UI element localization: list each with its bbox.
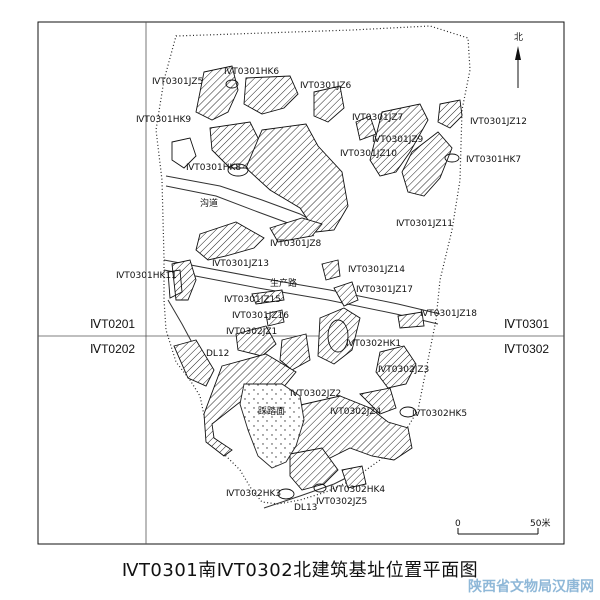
label-dl12: DL12	[206, 349, 229, 359]
foundation-jz18	[397, 311, 425, 329]
label-hk6: ⅣT0301HK6	[224, 67, 279, 77]
label-jz10: ⅣT0301JZ10	[340, 149, 397, 159]
foundation-jz14	[321, 259, 341, 281]
label-jz16: ⅣT0301JZ16	[232, 311, 289, 321]
pit-hk4	[313, 483, 327, 493]
pit-hk8	[227, 163, 249, 177]
foundation-hk1-ring	[317, 307, 361, 365]
scale-end: 50米	[530, 517, 550, 529]
foundation-jz2	[203, 353, 297, 457]
label-t0302-jz2: ⅣT0302JZ2	[290, 389, 341, 399]
production-road-edge	[163, 269, 439, 325]
building-foundations	[171, 65, 463, 491]
label-jz17: ⅣT0301JZ17	[356, 285, 413, 295]
grid-label-t0301: ⅣT0301	[504, 317, 549, 331]
label-jz8: ⅣT0301JZ8	[270, 239, 322, 249]
foundation-jz6-north	[243, 75, 299, 115]
label-t0302-hk1: ⅣT0302HK1	[346, 339, 401, 349]
grid-label-t0201: ⅣT0201	[90, 317, 135, 331]
foundation-hk4-block	[341, 465, 367, 489]
pit-hk1	[327, 319, 349, 353]
foundation-jz15	[251, 289, 285, 305]
foundation-jz3	[375, 345, 417, 389]
map-frame	[37, 21, 565, 545]
label-jz6: ⅣT0301JZ6	[300, 81, 352, 91]
label-hk7: ⅣT0301HK7	[466, 155, 521, 165]
foundation-jz12	[437, 99, 463, 129]
label-jz18: ⅣT0301JZ18	[420, 309, 477, 319]
pit-hk7	[444, 153, 460, 163]
pit-hk3	[277, 488, 295, 500]
foundation-jz8-south	[269, 217, 323, 243]
label-t0302-hk3: ⅣT0302HK3	[226, 489, 281, 499]
label-dl13: DL13	[294, 503, 317, 513]
label-hk9: ⅣT0301HK9	[136, 115, 191, 125]
label-jz11: ⅣT0301JZ11	[396, 219, 453, 229]
label-jz14: ⅣT0301JZ14	[348, 265, 405, 275]
foundation-jz16	[265, 309, 285, 327]
watermark: 陕西省文物局汉唐网	[468, 579, 594, 595]
scale-zero: 0	[455, 519, 461, 529]
label-road: 生产路	[270, 277, 297, 289]
north-arrow	[515, 46, 521, 88]
label-t0302-jz1: ⅣT0302JZ1	[226, 327, 277, 337]
label-jz5: ⅣT0301JZ5	[152, 77, 203, 87]
foundation-jz5-south	[289, 447, 339, 491]
pit-hk9	[171, 137, 197, 169]
label-t0302-hk5: ⅣT0302HK5	[412, 409, 467, 419]
pits	[167, 79, 460, 500]
map-title: ⅣT0301南ⅣT0302北建筑基址位置平面图	[121, 560, 479, 581]
foundation-jz13	[195, 221, 265, 261]
foundation-jz5	[195, 65, 239, 121]
foundation-jz1-east	[279, 333, 311, 371]
label-jz13: ⅣT0301JZ13	[212, 259, 269, 269]
label-jz9: ⅣT0301JZ9	[372, 135, 424, 145]
label-hk11: ⅣT0301HK11	[116, 271, 177, 281]
grid-label-t0202: ⅣT0202	[90, 342, 135, 356]
grid-label-t0302: ⅣT0302	[504, 342, 549, 356]
label-t0302-hk4: ⅣT0302HK4	[330, 485, 385, 495]
scale-bar	[457, 528, 539, 535]
label-jz12: ⅣT0301JZ12	[470, 117, 527, 127]
foundation-jz17	[333, 281, 359, 307]
foundation-dl12-block	[173, 339, 215, 387]
production-road	[163, 259, 441, 315]
foundation-jz10	[369, 103, 429, 177]
label-t0302-jz5: ⅣT0302JZ5	[316, 497, 367, 507]
label-jz7: ⅣT0301JZ7	[352, 113, 403, 123]
label-hk8: ⅣT0301HK8	[186, 163, 241, 173]
foundation-jz4-east	[359, 387, 397, 415]
pit-hk5	[399, 406, 417, 418]
label-t0302-jz4: ⅣT0302JZ4	[330, 407, 382, 417]
label-gully: 沟道	[200, 197, 218, 209]
north-label: 北	[514, 32, 523, 43]
foundation-jz11	[401, 131, 453, 197]
label-jz15: ⅣT0301JZ15	[224, 295, 281, 305]
pit-hk11	[167, 269, 183, 299]
label-trampled: 踩踏面	[258, 405, 285, 417]
pit-hk6	[225, 79, 239, 89]
trampled-surface	[239, 383, 305, 469]
foundation-jz8-main	[245, 123, 349, 233]
foundation-jz1	[235, 325, 277, 357]
label-t0302-jz3: ⅣT0302JZ3	[378, 365, 429, 375]
foundation-jz6-east	[313, 85, 345, 123]
foundation-jz7	[355, 115, 377, 141]
